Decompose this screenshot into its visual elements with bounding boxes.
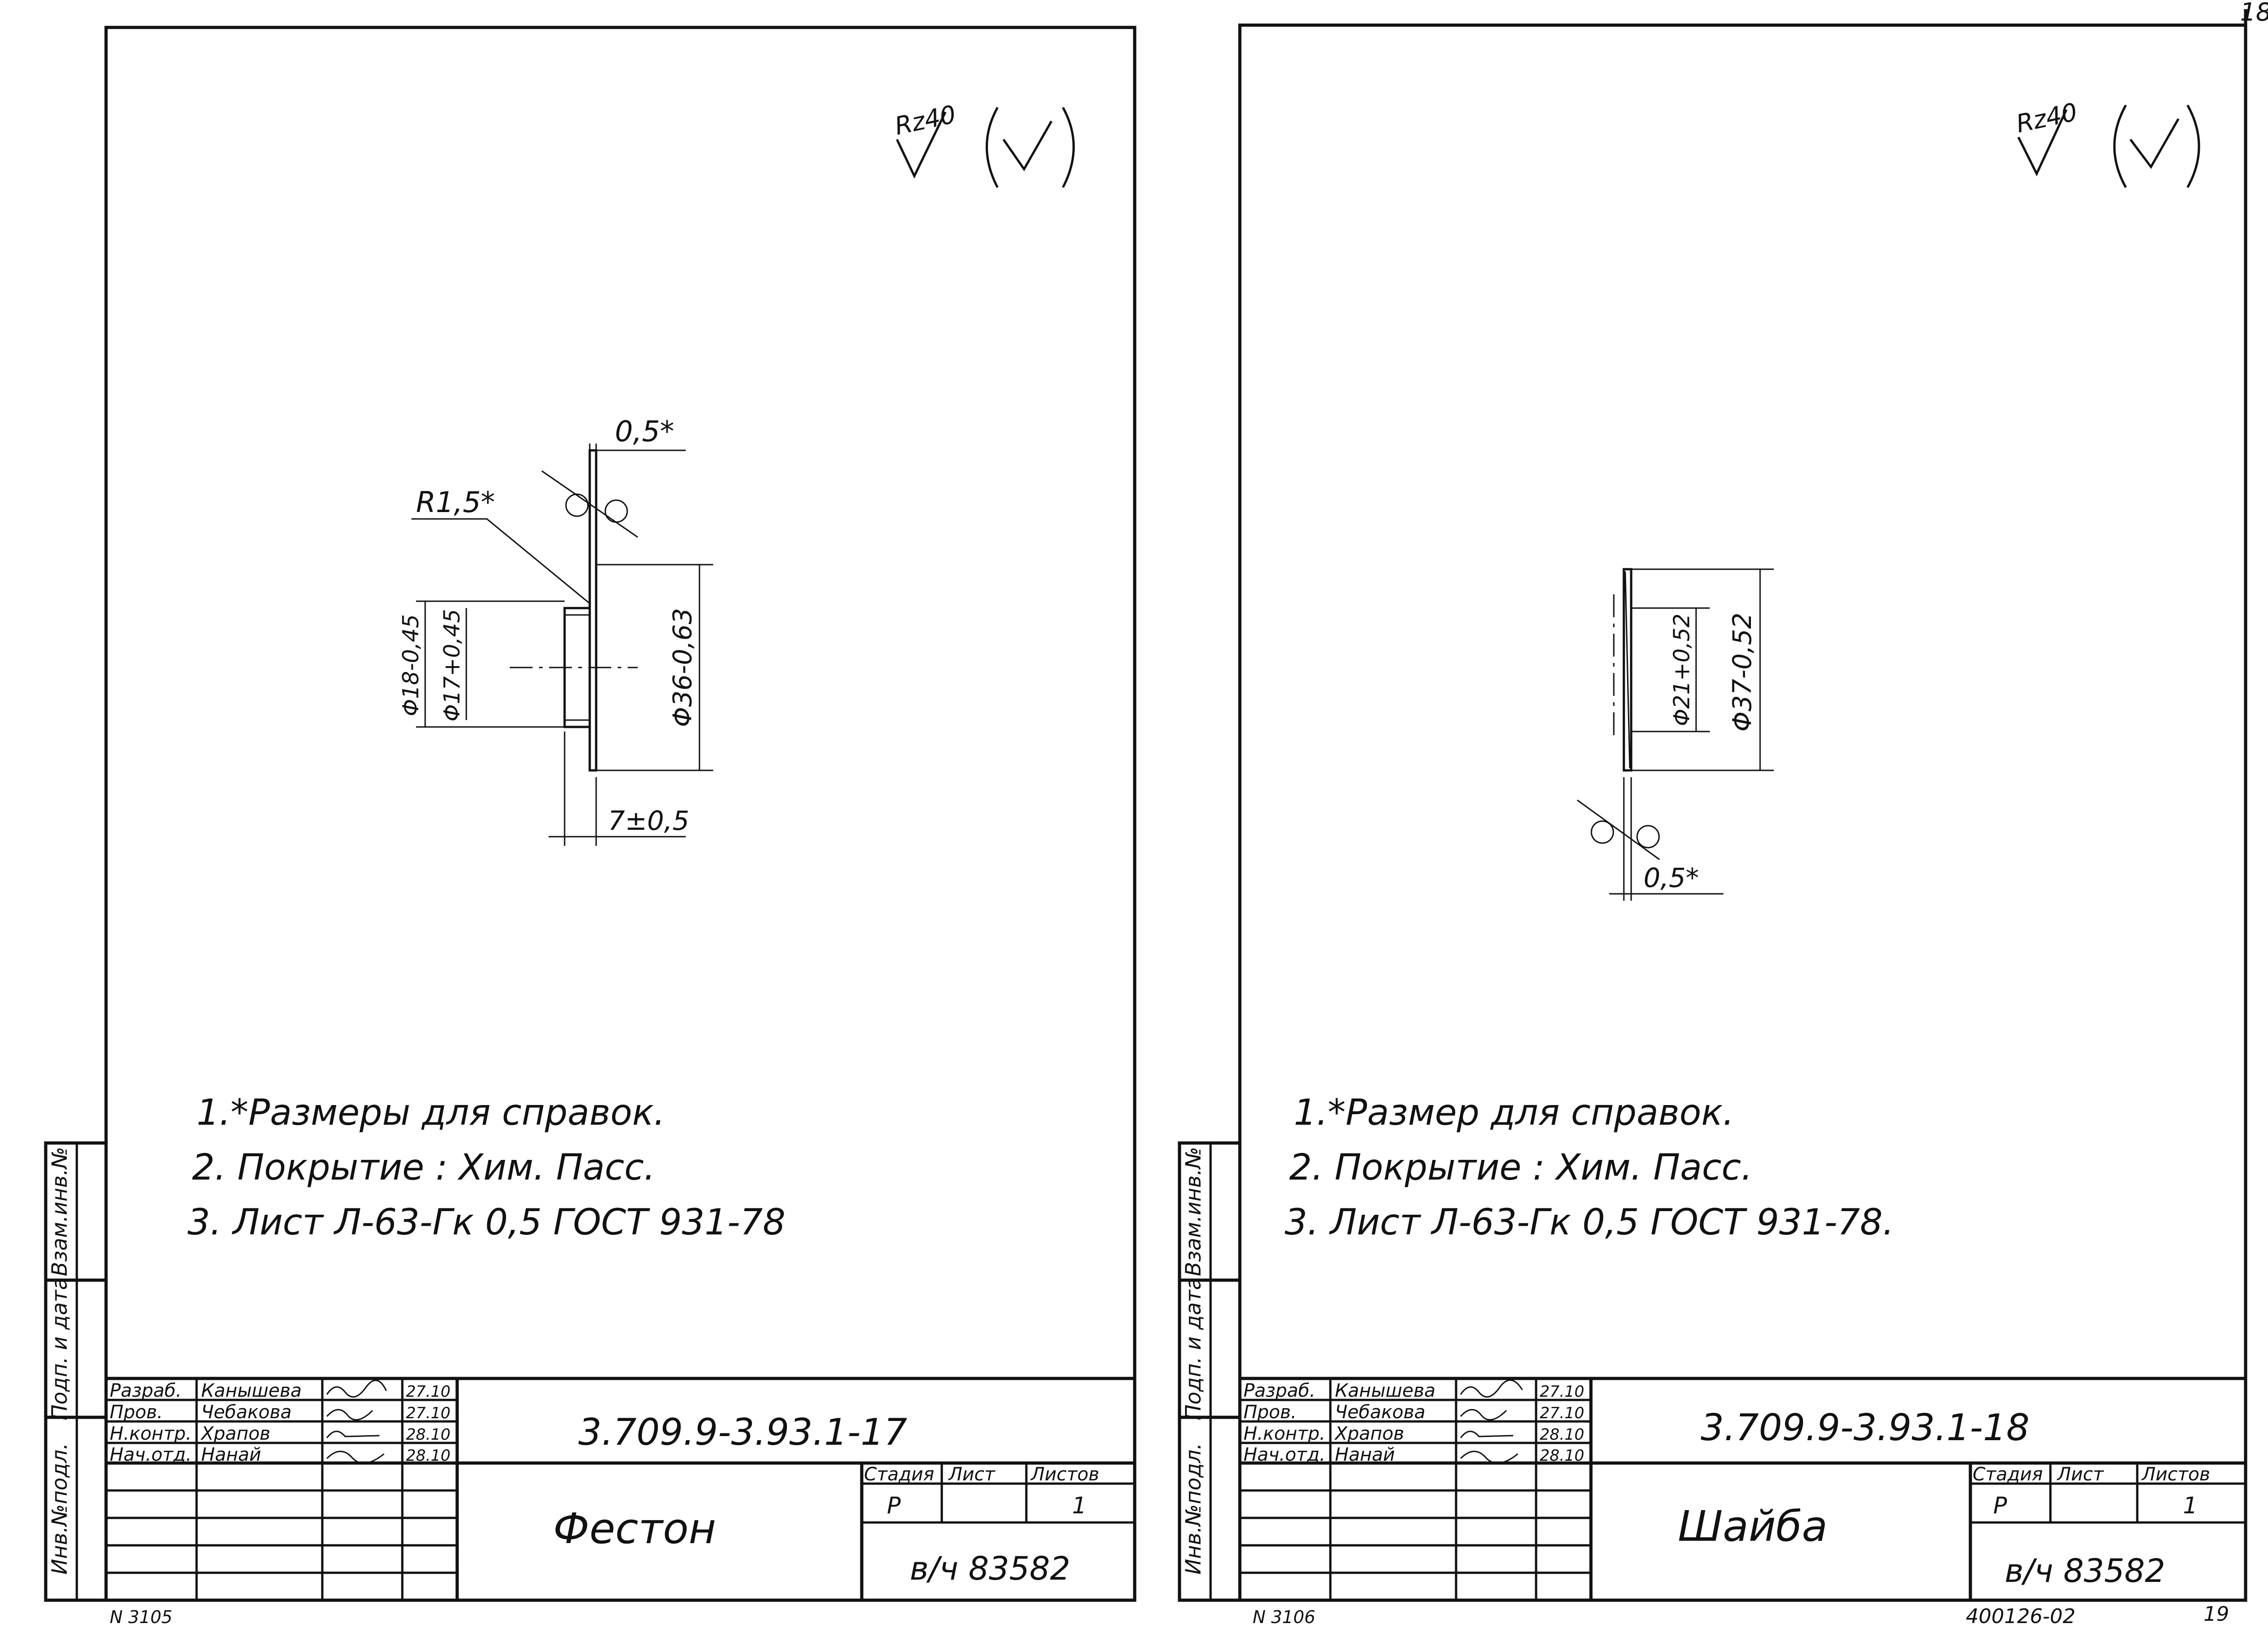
tb-signature-developer [1460, 1379, 1523, 1398]
sheet-2-side-stamp: Взам.инв.№ Подп. и дата Инв.№подл. [1178, 1141, 1240, 1602]
sheet-2-notes: 1.*Размер для справок. 2. Покрытие : Хим… [1285, 1092, 1894, 1243]
tb-date-head: 28.10 [406, 1447, 450, 1465]
dim-flange: Φ36-0,63 [668, 608, 698, 727]
dim-thickness: 0,5* [1644, 862, 1699, 893]
sheet-2-title-block: Разраб. Канышева 27.10 Пров. Чебакова 27… [1240, 1377, 2246, 1600]
tb-sheets-header: Листов [2141, 1464, 2210, 1485]
tb-date-head: 28.10 [1540, 1447, 1584, 1465]
tb-organization: в/ч 83582 [2005, 1552, 2165, 1590]
sheet-1-bottom-note: N 3105 [110, 1607, 172, 1627]
tb-stage-header: Стадия [1973, 1464, 2043, 1485]
dim-inner-diameter: Φ21+0,52 [1669, 614, 1695, 726]
side-field-replace-inv: Взам.инв.№ [1181, 1147, 1206, 1276]
tb-name-developer: Канышева [1335, 1380, 1436, 1401]
tb-part-title: Фестон [553, 1504, 716, 1553]
side-field-inv-no: Инв.№подл. [47, 1443, 72, 1575]
sheet-2-part-drawing: Φ21+0,52 Φ37-0,52 0,5* [1577, 568, 1774, 901]
side-field-sign-date: Подп. и дата [47, 1277, 72, 1420]
dim-radius: R1,5* [416, 486, 495, 519]
tb-signature-normcontrol [1460, 1431, 1514, 1438]
note-3: 3. Лист Л-63-Гк 0,5 ГОСТ 931-78. [1285, 1202, 1894, 1243]
tb-role-checker: Пров. [110, 1402, 163, 1423]
dim-thickness: 0,5* [615, 415, 674, 448]
sheet-1-part-drawing: 0,5* R1,5* Φ18-0,45 Φ17+0,45 Φ36-0,63 7±… [398, 415, 713, 846]
note-1: 1.*Размеры для справок. [197, 1092, 665, 1133]
tb-role-developer: Разраб. [110, 1380, 181, 1401]
tb-role-normcontrol: Н.контр. [110, 1423, 192, 1444]
sheet-1-notes: 1.*Размеры для справок. 2. Покрытие : Хи… [187, 1092, 785, 1243]
tb-sheets-count: 1 [1072, 1492, 1087, 1519]
tb-sheets-header: Листов [1030, 1464, 1099, 1485]
tb-stage-value: Р [887, 1492, 901, 1519]
page-corner-number: 18 [2240, 0, 2268, 27]
page-bottom-number: 19 [2204, 1602, 2229, 1626]
dim-outer-diameter: Φ37-0,52 [1728, 613, 1757, 732]
tb-name-developer: Канышева [201, 1380, 302, 1401]
tb-name-normcontrol: Храпов [1334, 1423, 1404, 1444]
sheet-1-side-stamp: Взам.инв.№ Подп. и дата Инв.№подл. [44, 1141, 106, 1602]
tb-signature-developer [326, 1379, 387, 1398]
sheet-1-frame [104, 26, 1137, 1602]
tb-signature-normcontrol [326, 1431, 380, 1438]
tb-sheets-count: 1 [2183, 1492, 2198, 1519]
tb-role-developer: Разраб. [1243, 1380, 1315, 1401]
side-field-sign-date: Подп. и дата [1181, 1277, 1206, 1420]
side-field-inv-no: Инв.№подл. [1181, 1443, 1206, 1575]
sheet-2-bottom-code: 400126-02 [1966, 1605, 2076, 1627]
tb-date-developer: 27.10 [1540, 1383, 1584, 1401]
sheet-2-frame [1238, 23, 2247, 1602]
note-2: 2. Покрытие : Хим. Пасс. [192, 1147, 655, 1188]
tb-date-normcontrol: 28.10 [406, 1426, 450, 1444]
tb-signature-head [326, 1451, 384, 1464]
dim-length: 7±0,5 [608, 805, 689, 836]
side-field-replace-inv: Взам.инв.№ [47, 1147, 72, 1276]
tb-part-title: Шайба [1678, 1502, 1828, 1551]
note-1: 1.*Размер для справок. [1294, 1092, 1734, 1133]
sheet-1-title-block: Разраб. Канышева 27.10 Пров. Чебакова 27… [106, 1377, 1135, 1600]
tb-name-checker: Чебакова [1335, 1402, 1425, 1423]
tb-date-normcontrol: 28.10 [1540, 1426, 1584, 1444]
dim-outer-hub: Φ18-0,45 [398, 614, 424, 716]
tb-signature-checker [326, 1409, 374, 1421]
tb-organization: в/ч 83582 [910, 1550, 1070, 1587]
tb-role-normcontrol: Н.контр. [1243, 1423, 1325, 1444]
note-3: 3. Лист Л-63-Гк 0,5 ГОСТ 931-78 [187, 1202, 785, 1243]
tb-name-checker: Чебакова [201, 1402, 292, 1423]
sheet-festoon: Взам.инв.№ Подп. и дата Инв.№подл. Rz40 [44, 26, 1137, 1627]
tb-signature-checker [1460, 1409, 1507, 1421]
tb-date-checker: 27.10 [406, 1404, 450, 1422]
dim-inner-hub: Φ17+0,45 [439, 609, 465, 721]
tb-signature-head [1460, 1451, 1518, 1464]
tb-name-normcontrol: Храпов [200, 1423, 271, 1444]
tb-role-head: Нач.отд. [1243, 1444, 1325, 1465]
tb-role-checker: Пров. [1243, 1402, 1297, 1423]
note-2: 2. Покрытие : Хим. Пасс. [1289, 1147, 1752, 1188]
tb-name-head: Нанай [1335, 1444, 1395, 1465]
tb-document-code: 3.709.9-3.93.1-18 [1701, 1406, 2029, 1449]
tb-date-checker: 27.10 [1540, 1404, 1584, 1422]
tb-name-head: Нанай [201, 1444, 261, 1465]
tb-stage-value: Р [1993, 1492, 2007, 1519]
tb-role-head: Нач.отд. [110, 1444, 192, 1465]
tb-date-developer: 27.10 [406, 1383, 450, 1401]
tb-sheet-header: Лист [2056, 1464, 2104, 1485]
sheet-2-bottom-note: N 3106 [1253, 1607, 1315, 1627]
tb-document-code: 3.709.9-3.93.1-17 [578, 1411, 907, 1453]
tb-sheet-header: Лист [948, 1464, 996, 1485]
tb-stage-header: Стадия [864, 1464, 934, 1485]
